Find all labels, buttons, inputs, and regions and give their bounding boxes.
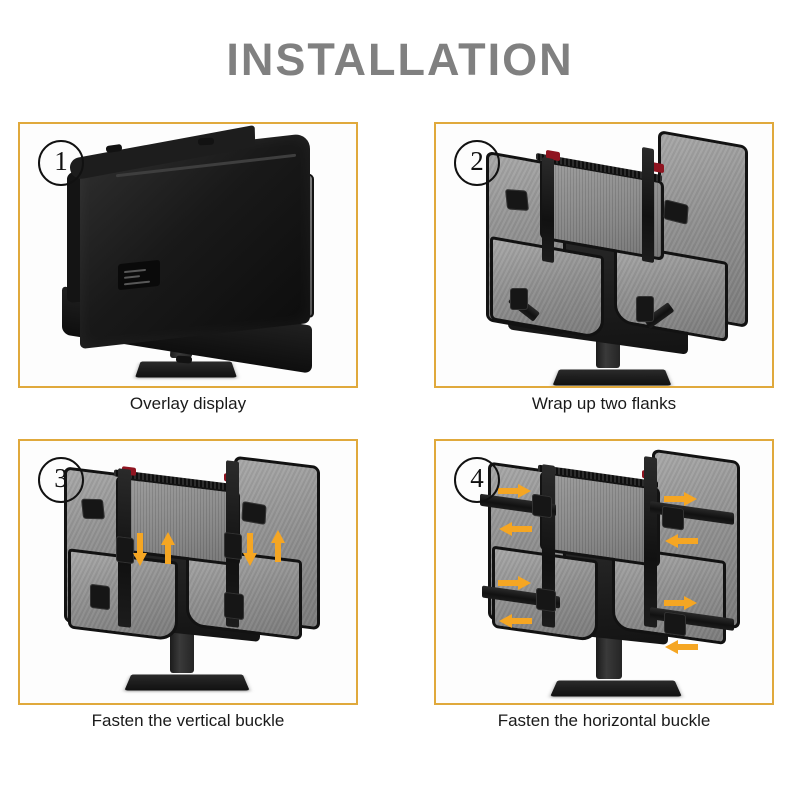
step-3-number-badge: 3 <box>38 457 84 503</box>
step-1-photo-frame: 1 <box>18 122 358 388</box>
bag-buckle-closed <box>662 505 684 531</box>
step-2-caption: Wrap up two flanks <box>531 394 677 413</box>
cover-clip-icon <box>197 137 215 146</box>
step-1-caption: Overlay display <box>129 394 247 413</box>
step-2-number-badge: 2 <box>454 140 500 186</box>
arrow-down-icon <box>242 533 258 567</box>
arrow-left-icon <box>664 533 698 549</box>
installation-steps-grid: 1 Overlay display <box>18 122 782 744</box>
arrow-up-icon <box>160 531 176 565</box>
bag-vertical-strap <box>642 146 654 264</box>
arrow-right-icon <box>664 491 698 507</box>
cover-clip-icon <box>175 355 193 364</box>
bag-buckle-open <box>505 189 529 211</box>
arrow-left-icon <box>664 639 698 655</box>
step-4-caption: Fasten the horizontal buckle <box>497 711 711 730</box>
arrow-right-icon <box>664 595 698 611</box>
bag-vertical-strap-fastened <box>644 456 657 628</box>
monitor-stand-base <box>135 361 237 378</box>
step-4-photo-frame: 4 <box>434 439 774 705</box>
arrow-left-icon <box>498 613 532 629</box>
arrow-left-icon <box>498 521 532 537</box>
bag-buckle-closed <box>664 611 686 637</box>
bag-buckle-open <box>224 591 244 621</box>
arrow-right-icon <box>498 483 532 499</box>
step-3-caption: Fasten the vertical buckle <box>91 711 285 730</box>
step-4: 4 Fasten the horizontal buckle <box>434 439 778 744</box>
monitor-stand-base <box>124 674 250 691</box>
bag-buckle-open <box>510 288 528 310</box>
step-1: 1 Overlay display <box>18 122 362 427</box>
step-2-photo-frame: 2 <box>434 122 774 388</box>
page-title: INSTALLATION <box>226 34 574 85</box>
monitor-stand-base <box>550 680 682 697</box>
bag-buckle-open <box>241 500 267 526</box>
bag-buckle-open <box>636 296 654 322</box>
bag-buckle-closed <box>532 493 552 519</box>
step-3: 3 Fasten the vertical buckle <box>18 439 362 744</box>
monitor-stand-base <box>552 369 672 386</box>
step-2: 2 Wrap up two flanks <box>434 122 778 427</box>
bag-buckle-open <box>90 583 110 611</box>
arrow-up-icon <box>270 529 286 563</box>
arrow-down-icon <box>132 533 148 567</box>
bag-vertical-strap <box>542 156 554 264</box>
bag-buckle-open <box>81 498 105 520</box>
step-3-photo-frame: 3 <box>18 439 358 705</box>
step-1-number-badge: 1 <box>38 140 84 186</box>
bag-buckle-closed <box>536 587 556 613</box>
step-4-number-badge: 4 <box>454 457 500 503</box>
arrow-right-icon <box>498 575 532 591</box>
bag-buckle-closed <box>224 531 242 561</box>
